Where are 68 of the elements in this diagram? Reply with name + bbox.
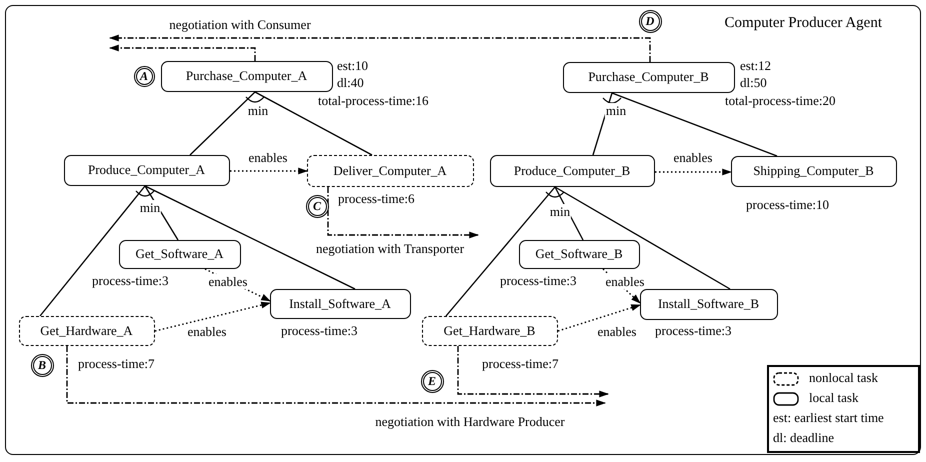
operator-label: min xyxy=(246,103,270,118)
edge-label: enables xyxy=(672,150,714,165)
tree-line xyxy=(446,186,556,316)
circled-letter: E xyxy=(420,370,444,392)
tree-line xyxy=(190,92,256,156)
enables-arrow xyxy=(154,302,271,332)
tree-line xyxy=(554,186,584,240)
annotation-text: process-time:6 xyxy=(338,191,415,206)
local-task-box: Install_Software_A xyxy=(270,288,410,318)
local-task-box: Get_Software_B xyxy=(518,240,640,268)
negotiation-arrow xyxy=(327,187,479,238)
annotation-text: process-time:3 xyxy=(655,323,732,338)
legend-text: nonlocal task xyxy=(809,370,878,385)
tree-line xyxy=(254,91,372,156)
edge-label: negotiation with Transporter xyxy=(314,241,466,256)
agent-title: Computer Producer Agent xyxy=(724,16,882,31)
nonlocal-task-box: Deliver_Computer_A xyxy=(306,154,474,186)
operator-label: min xyxy=(548,204,572,219)
local-task-box: Install_Software_B xyxy=(640,288,778,320)
enables-arrow xyxy=(558,304,641,332)
circled-letter: A xyxy=(134,66,154,86)
edge-label: enables xyxy=(208,274,248,289)
nonlocal-task-box: Get_Hardware_A xyxy=(18,316,154,346)
enables-arrow xyxy=(655,168,732,176)
annotation-text: total-process-time:16 xyxy=(318,93,428,108)
edge-label: enables xyxy=(596,324,638,339)
tree-line xyxy=(144,185,356,290)
local-task-box: Purchase_Computer_A xyxy=(160,60,332,92)
legend-text: dl: deadline xyxy=(773,430,834,445)
legend-text: local task xyxy=(809,390,858,405)
tree-line xyxy=(144,186,179,240)
circled-letter: B xyxy=(30,354,54,376)
negotiation-arrow xyxy=(109,44,256,61)
edge-label: enables xyxy=(186,324,228,339)
edge-label: negotiation with Hardware Producer xyxy=(374,414,566,429)
annotation-text: dl:50 xyxy=(740,75,767,90)
annotation-text: est:12 xyxy=(740,58,772,73)
operator-label: min xyxy=(604,103,628,118)
annotation-text: process-time:3 xyxy=(92,273,169,288)
local-task-box: Produce_Computer_B xyxy=(490,154,654,186)
negotiation-arrow xyxy=(66,346,606,406)
tree-line xyxy=(554,186,730,290)
enables-arrow xyxy=(230,168,308,174)
local-task-box: Purchase_Computer_B xyxy=(562,62,734,92)
edge-label: enables xyxy=(604,274,646,289)
circled-letter: D xyxy=(638,10,662,32)
annotation-text: process-time:3 xyxy=(281,323,358,338)
local-task-box: Get_Software_A xyxy=(118,240,240,268)
tree-line xyxy=(592,92,613,156)
annotation-text: est:10 xyxy=(337,58,368,73)
edge-label: negotiation with Consumer xyxy=(168,17,312,32)
tree-line xyxy=(40,186,146,316)
annotation-text: process-time:7 xyxy=(482,356,559,371)
negotiation-arrow xyxy=(457,346,609,398)
operator-label: min xyxy=(138,200,162,215)
legend-text: est: earliest start time xyxy=(773,410,884,425)
circled-letter: C xyxy=(306,194,328,218)
local-task-box: Shipping_Computer_B xyxy=(730,156,896,186)
local-task-box: Produce_Computer_A xyxy=(64,154,230,186)
negotiation-arrow xyxy=(109,34,651,62)
edge-label: enables xyxy=(248,150,288,165)
annotation-text: process-time:3 xyxy=(500,273,577,288)
nonlocal-task-box: Get_Hardware_B xyxy=(422,316,558,346)
annotation-text: dl:40 xyxy=(337,75,364,90)
annotation-text: total-process-time:20 xyxy=(725,93,836,108)
tree-line xyxy=(612,92,778,157)
annotation-text: process-time:7 xyxy=(78,356,155,371)
annotation-text: process-time:10 xyxy=(746,197,830,212)
